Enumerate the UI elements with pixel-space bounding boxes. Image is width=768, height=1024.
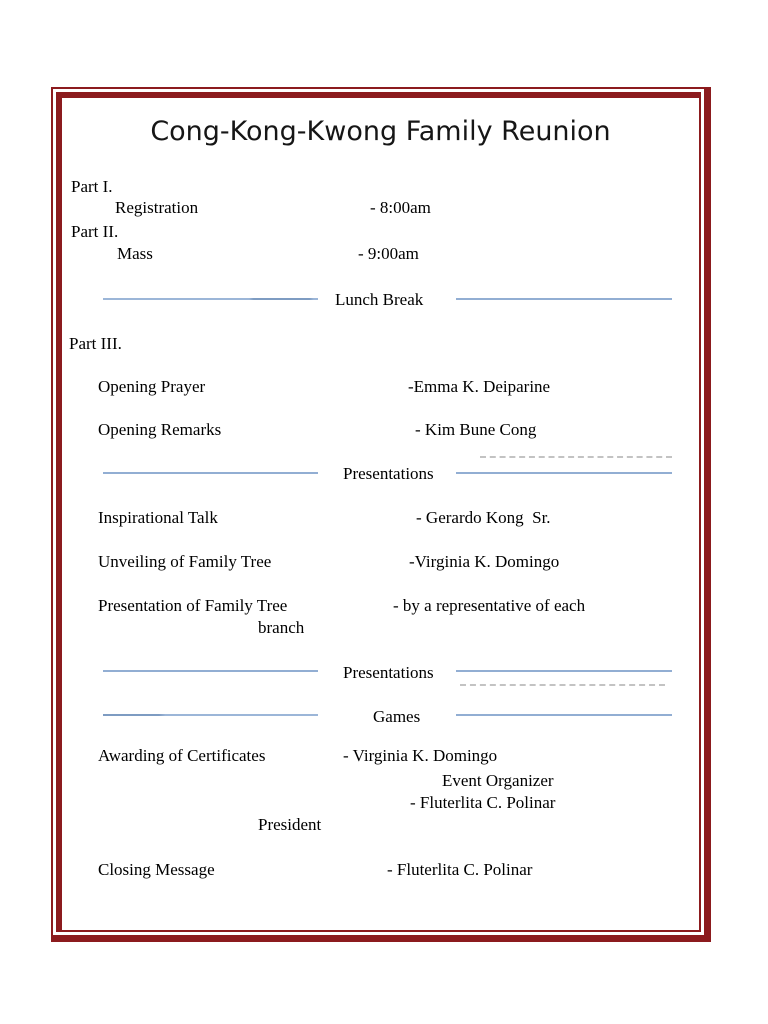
page-border: Cong-Kong-Kwong Family Reunion Part I. R… — [51, 87, 711, 942]
item-value-opening-prayer: -Emma K. Deiparine — [408, 377, 551, 396]
item-label-inspirational-talk: Inspirational Talk — [98, 508, 218, 527]
part-3-label: Part III. — [69, 334, 122, 353]
divider-label-presentations-2: Presentations — [343, 663, 434, 682]
item-value-event-organizer: Event Organizer — [442, 771, 554, 790]
item-label-continuation-president: President — [258, 815, 322, 834]
part-1-time: - 8:00am — [370, 198, 431, 217]
item-label-opening-remarks: Opening Remarks — [98, 420, 222, 439]
page-title: Cong-Kong-Kwong Family Reunion — [150, 116, 611, 147]
divider-line-left — [103, 298, 318, 300]
divider-line-right — [456, 298, 672, 300]
item-label-unveiling-family-tree: Unveiling of Family Tree — [98, 552, 272, 571]
item-value-inspirational-talk: - Gerardo Kong Sr. — [416, 508, 551, 527]
part-1-item: Registration — [115, 198, 199, 217]
divider-line-right — [456, 714, 672, 716]
item-label-continuation-branch: branch — [258, 618, 305, 637]
item-value-closing-message: - Fluterlita C. Polinar — [387, 860, 533, 879]
part-2-label: Part II. — [71, 222, 119, 241]
divider-label-games: Games — [373, 707, 421, 726]
divider-label-lunch-break: Lunch Break — [335, 290, 424, 309]
divider-line-left — [103, 714, 318, 716]
item-value-opening-remarks: - Kim Bune Cong — [415, 420, 537, 439]
item-value-presentation-family-tree: - by a representative of each — [393, 596, 586, 615]
item-label-awarding-certificates: Awarding of Certificates — [98, 746, 266, 765]
item-value-unveiling-family-tree: -Virginia K. Domingo — [409, 552, 560, 571]
program-content: Cong-Kong-Kwong Family Reunion Part I. R… — [62, 98, 699, 930]
divider-shadow-line — [480, 456, 672, 458]
item-label-closing-message: Closing Message — [98, 860, 215, 879]
item-value-fluterlita-polinar: - Fluterlita C. Polinar — [410, 793, 556, 812]
item-label-opening-prayer: Opening Prayer — [98, 377, 206, 396]
page-border-inner: Cong-Kong-Kwong Family Reunion Part I. R… — [56, 92, 701, 932]
divider-line-left — [103, 670, 318, 672]
part-2-item: Mass — [117, 244, 153, 263]
divider-line-right — [456, 670, 672, 672]
item-label-presentation-family-tree: Presentation of Family Tree — [98, 596, 288, 615]
divider-line-right — [456, 472, 672, 474]
divider-line-left — [103, 472, 318, 474]
part-2-time: - 9:00am — [358, 244, 419, 263]
item-value-awarding-certificates: - Virginia K. Domingo — [343, 746, 498, 765]
part-1-label: Part I. — [71, 177, 113, 196]
divider-label-presentations-1: Presentations — [343, 464, 434, 483]
divider-shadow-line — [460, 684, 665, 686]
